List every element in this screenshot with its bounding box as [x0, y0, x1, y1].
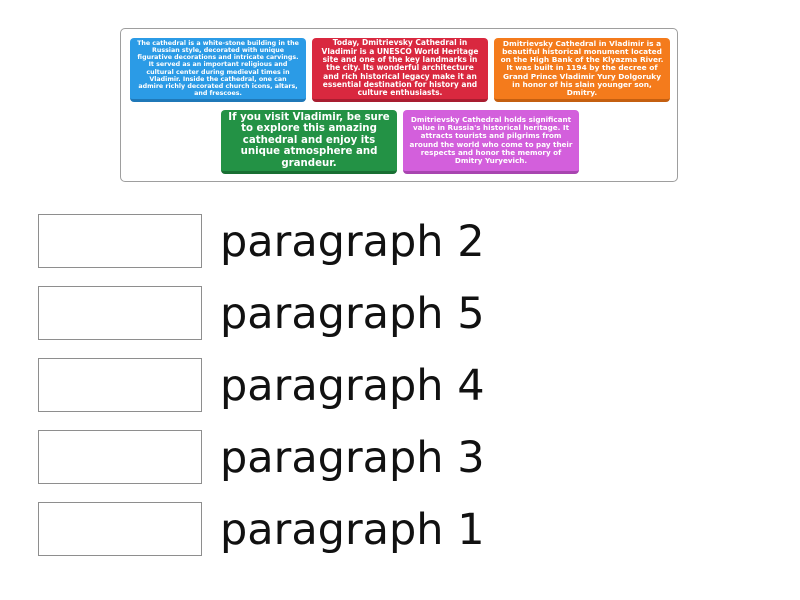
drop-box[interactable] [38, 358, 202, 412]
target-row-paragraph-2: paragraph 2 [38, 214, 598, 270]
card-text: The cathedral is a white-stone building … [137, 40, 299, 97]
card-text: Dmitrievsky Cathedral in Vladimir is a b… [500, 38, 664, 98]
card-text: Dmitrievsky Cathedral holds significant … [409, 115, 573, 165]
target-row-paragraph-5: paragraph 5 [38, 286, 598, 342]
target-label: paragraph 3 [220, 433, 485, 483]
drop-box[interactable] [38, 502, 202, 556]
target-label: paragraph 1 [220, 505, 485, 555]
draggable-card-5[interactable]: Dmitrievsky Cathedral holds significant … [403, 110, 579, 174]
target-row-paragraph-4: paragraph 4 [38, 358, 598, 414]
target-label: paragraph 2 [220, 217, 485, 267]
drop-box[interactable] [38, 430, 202, 484]
target-label: paragraph 4 [220, 361, 485, 411]
draggable-card-2[interactable]: Today, Dmitrievsky Cathedral in Vladimir… [312, 38, 488, 102]
card-text: If you visit Vladimir, be sure to explor… [228, 111, 390, 169]
drop-box[interactable] [38, 214, 202, 268]
draggable-card-1[interactable]: The cathedral is a white-stone building … [130, 38, 306, 102]
target-row-paragraph-1: paragraph 1 [38, 502, 598, 558]
drop-box[interactable] [38, 286, 202, 340]
draggable-card-4[interactable]: If you visit Vladimir, be sure to explor… [221, 110, 397, 174]
target-row-paragraph-3: paragraph 3 [38, 430, 598, 486]
card-text: Today, Dmitrievsky Cathedral in Vladimir… [321, 38, 479, 98]
target-label: paragraph 5 [220, 289, 485, 339]
draggable-card-3[interactable]: Dmitrievsky Cathedral in Vladimir is a b… [494, 38, 670, 102]
